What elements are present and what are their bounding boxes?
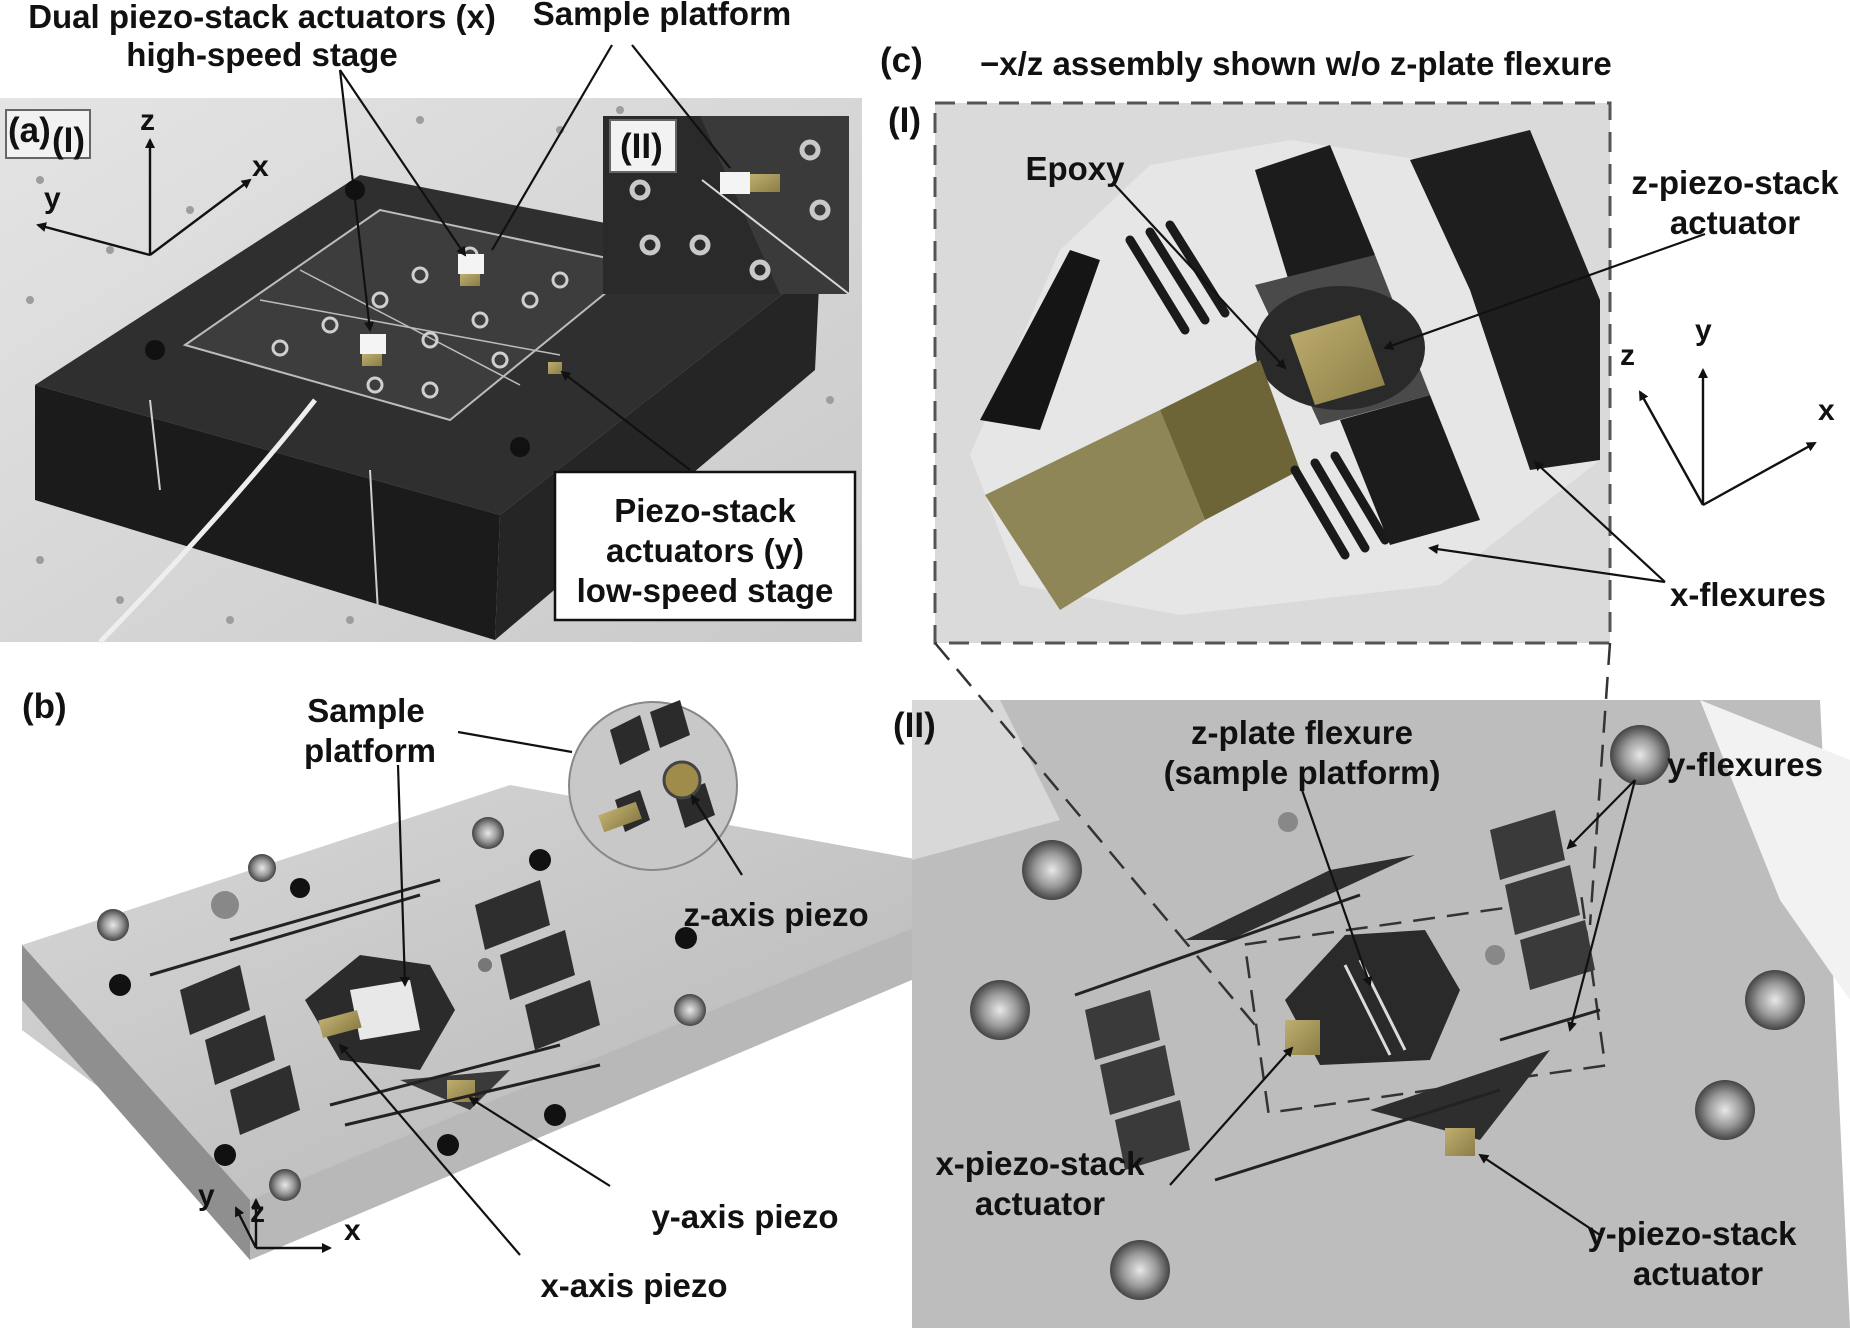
label-x-stack-line1: x-piezo-stack [935,1145,1145,1182]
panel-a-tag: (a) [8,111,51,150]
label-z-stack-line1: z-piezo-stack [1631,164,1839,201]
panel-c-tag: (c) [880,41,923,80]
label-dual-piezo-line1: Dual piezo-stack actuators (x) [28,0,496,35]
label-sample-platform-a: Sample platform [533,0,792,32]
sample-platform-1 [458,254,484,274]
xz-assembly-render [970,130,1600,615]
label-epoxy: Epoxy [1025,150,1125,187]
label-y-stack-line2: actuator [1633,1255,1763,1292]
plate-flexure-windows [180,880,600,1135]
c-ii-screws [970,725,1805,1300]
panel-b-tag: (b) [22,687,67,726]
x-axis-piezo-part [318,1010,362,1038]
label-sample-b-line2: platform [304,732,436,769]
label-z-plate-line2: (sample platform) [1164,754,1441,791]
panel-a-axis-z: z [140,104,155,137]
label-x-flexures: x-flexures [1670,576,1826,613]
inset-screws [629,139,831,281]
stage-cable [98,398,317,644]
sample-platform-2 [360,334,386,354]
plate-screws [97,817,706,1201]
panel-b-axis-z: z [250,1196,265,1229]
c-ii-central-stage [1285,930,1460,1065]
panel-c-axis-y: y [1695,314,1712,347]
box-label-line2: actuators (y) [606,532,804,569]
plate-left-edge [22,945,250,1260]
panel-c-axis-x: x [1818,394,1835,427]
plate-slits [149,878,601,1127]
label-z-axis-piezo: z-axis piezo [683,896,868,933]
y-piezo [548,362,562,374]
stage-front-face [35,385,500,640]
label-z-plate-line1: z-plate flexure [1191,714,1413,751]
panel-c-axis-z: z [1620,339,1635,372]
panel-c-i-leaders [1114,184,1706,584]
panel-a-leaders [338,44,731,471]
panel-b-axis-x: x [344,1214,361,1247]
panel-a-axes [36,138,252,257]
panel-c-sub2: (II) [893,706,936,745]
panel-a-sub1-box [5,109,91,159]
panel-a-sub2-box [609,119,677,173]
panel-c-title: −x/z assembly shown w/o z-plate flexure [980,45,1612,82]
label-x-axis-piezo: x-axis piezo [540,1267,727,1304]
z-piezo-stack-part [1290,315,1385,405]
inset-sample-platform [720,172,750,194]
label-sample-b-line1: Sample [307,692,424,729]
panel-a-axis-y: y [44,182,61,215]
x-piezo-stack-part [985,410,1205,610]
panel-c-axes [1638,368,1817,507]
piezo-y-label-box [553,470,857,622]
c-ii-y-piezo [1445,1128,1475,1156]
panel-a: Dual piezo-stack actuators (x) high-spee… [0,0,862,644]
panel-c: (c) −x/z assembly shown w/o z-plate flex… [880,41,1850,1328]
label-z-stack-line2: actuator [1670,204,1800,241]
box-label-line3: low-speed stage [577,572,834,609]
panel-c-sub1: (I) [888,101,921,140]
sample-platform-b [350,980,420,1040]
panel-b-axes [234,1198,332,1253]
x-piezo-1 [460,274,480,286]
label-dual-piezo-line2: high-speed stage [126,36,397,73]
x-piezo-2 [362,354,382,366]
panel-b: (b) Sample platform z-axis piezo y-axis … [22,687,1030,1304]
inset-piezo [750,174,780,192]
label-y-flexures: y-flexures [1667,746,1823,783]
label-x-stack-line2: actuator [975,1185,1105,1222]
panel-a-axis-x: x [252,150,269,183]
panel-b-leaders [338,730,743,1256]
panel-a-sub2: (II) [620,127,663,166]
panel-c-ii-leaders [1169,779,1637,1236]
label-y-stack-line1: y-piezo-stack [1587,1215,1797,1252]
c-ii-flexure-cells [1085,810,1595,1170]
box-label-line1: Piezo-stack [614,492,796,529]
panel-a-sub1: (I) [52,121,85,160]
label-y-axis-piezo: y-axis piezo [651,1198,838,1235]
panel-b-inset-circle [568,701,738,871]
panel-b-axis-y: y [198,1179,215,1212]
plate-front-edge [250,880,1030,1260]
c-ii-slits [1074,893,1601,1182]
